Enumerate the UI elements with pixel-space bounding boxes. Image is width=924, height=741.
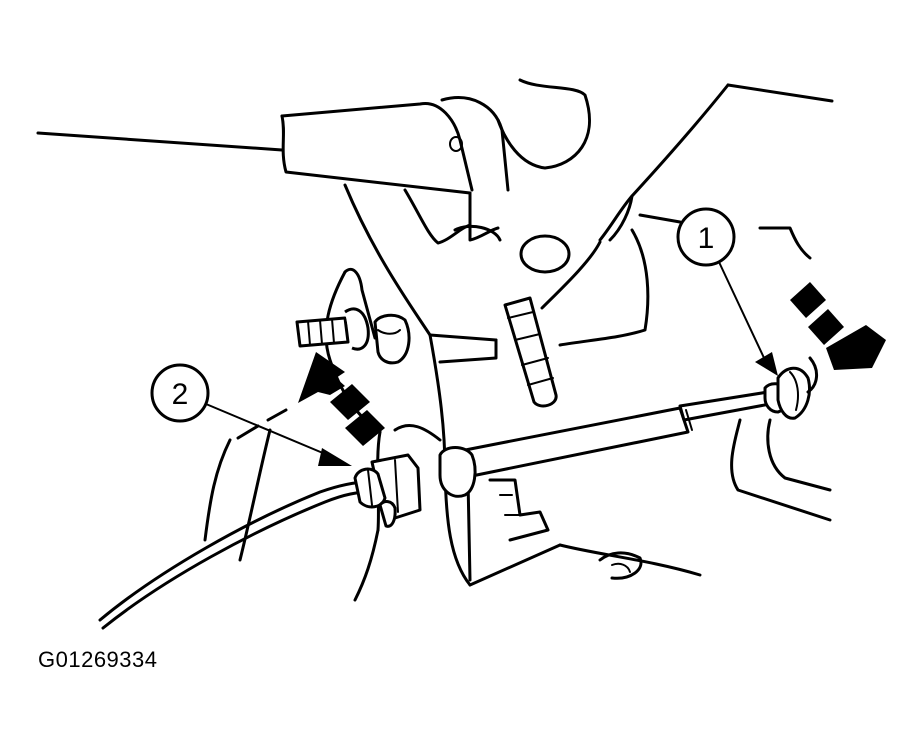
callout-2: 2 xyxy=(150,363,352,466)
figure-id-label: G01269334 xyxy=(38,647,158,672)
callout-1-label: 1 xyxy=(698,222,715,255)
callout-2-label: 2 xyxy=(172,378,189,411)
pivot-pin xyxy=(503,296,558,408)
dashed-guide-line xyxy=(236,408,288,440)
left-panel xyxy=(203,267,411,602)
brake-cable xyxy=(98,356,832,630)
callout-2-arrowhead xyxy=(318,448,352,466)
cable-clip xyxy=(353,424,442,528)
arrow-lower-right xyxy=(790,282,886,370)
mounting-structure xyxy=(343,83,834,364)
callout-1: 1 xyxy=(676,207,778,376)
callout-1-arrowhead xyxy=(755,352,778,376)
arrow-upper-left xyxy=(298,352,385,446)
upper-bracket xyxy=(36,78,591,245)
